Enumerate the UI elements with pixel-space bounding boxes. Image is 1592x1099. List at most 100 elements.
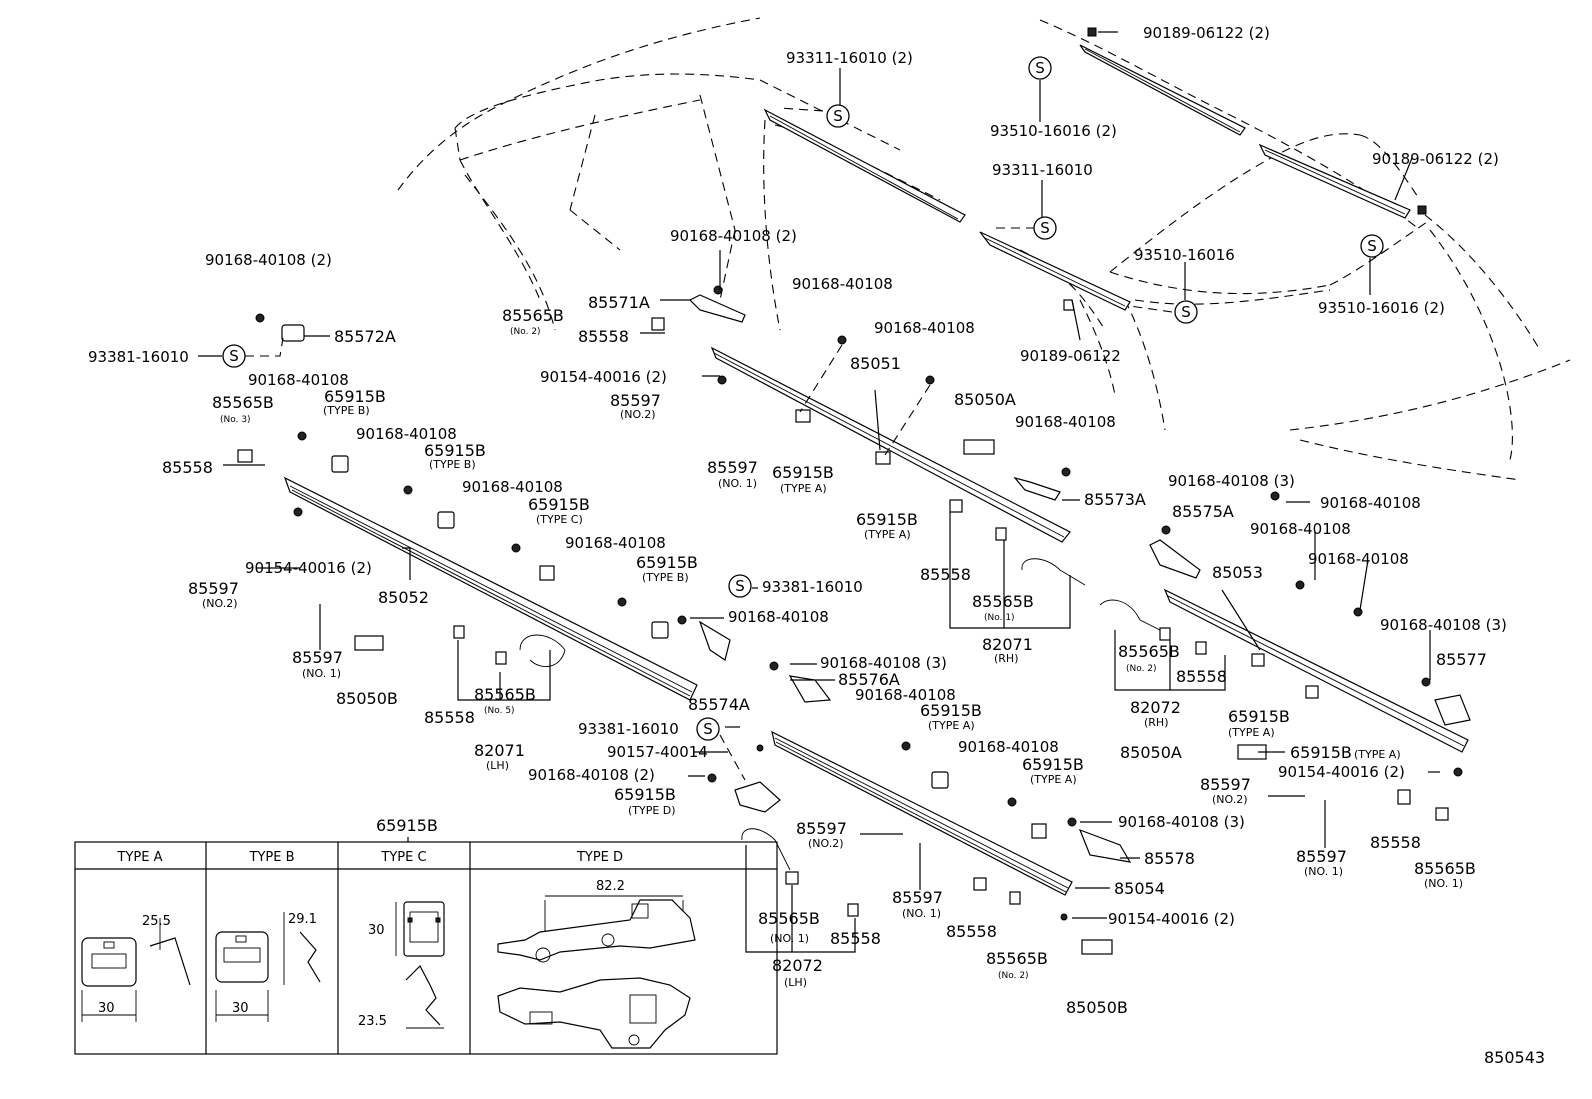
part-labels: 90189-06122 (2) 93311-16010 (2) 93510-16… [88, 24, 1545, 1067]
part-label: 65915B [1228, 707, 1290, 726]
part-sublabel: (TYPE B) [323, 404, 370, 417]
part-sublabel: (TYPE B) [642, 571, 689, 584]
svg-text:30: 30 [98, 1001, 115, 1016]
part-label: 90168-40108 [462, 478, 563, 496]
svg-text:S: S [735, 577, 745, 595]
svg-text:S: S [1040, 219, 1050, 237]
clip-icon [354, 635, 384, 651]
part-label: 90168-40108 (3) [1168, 472, 1295, 490]
clip-icon [931, 771, 949, 789]
clip-icon [995, 527, 1007, 541]
part-sublabel: (No. 1) [984, 613, 1015, 623]
clip-icon [437, 511, 455, 529]
svg-text:S: S [1367, 237, 1377, 255]
part-label: 82071 [474, 741, 525, 760]
part-label: 85558 [162, 458, 213, 477]
part-label: 90168-40108 [1015, 413, 1116, 431]
s-mark-icon: S [222, 344, 246, 368]
screw-icon [717, 375, 727, 385]
part-label: 65915B [772, 463, 834, 482]
table-header-type-b: TYPE B [249, 850, 295, 865]
screw-icon [1060, 913, 1068, 921]
part-label: 93510-16016 (2) [990, 122, 1117, 140]
part-label: 85558 [1370, 833, 1421, 852]
screw-icon [756, 744, 764, 752]
screw-icon [769, 661, 779, 671]
part-sublabel: (TYPE A) [928, 719, 975, 732]
part-label: 93510-16016 [1134, 246, 1235, 264]
part-sublabel: (TYPE A) [1354, 748, 1401, 761]
part-label: 90154-40016 (2) [540, 368, 667, 386]
part-label: 90189-06122 [1020, 347, 1121, 365]
part-label: 93311-16010 (2) [786, 49, 913, 67]
part-label: 85565B [502, 306, 564, 325]
part-label: 85597 [188, 579, 239, 598]
svg-text:S: S [703, 720, 713, 738]
clip-icon [331, 455, 349, 473]
part-label: 90168-40108 [874, 319, 975, 337]
hardware-parts [198, 31, 1471, 955]
part-label: 85565B [1118, 642, 1180, 661]
part-label: 85565B [474, 685, 536, 704]
upper-roof-trim [763, 27, 1427, 311]
svg-text:30: 30 [368, 923, 385, 938]
screw-icon [901, 741, 911, 751]
clip-icon [651, 317, 665, 331]
part-label: 85597 [707, 458, 758, 477]
part-label: 85572A [334, 327, 396, 346]
part-label: 85565B [1414, 859, 1476, 878]
svg-text:30: 30 [232, 1001, 249, 1016]
clip-icon [495, 651, 507, 665]
part-label: 65915B [1290, 743, 1352, 762]
screw-icon [511, 543, 521, 553]
part-sublabel: (No. 3) [220, 415, 251, 425]
clip-icon [785, 871, 799, 885]
part-sublabel: (RH) [994, 652, 1019, 665]
s-mark-icon: S [696, 717, 720, 741]
part-sublabel: (NO.2) [808, 837, 844, 850]
clip-icon [875, 451, 891, 465]
part-label: 85558 [920, 565, 971, 584]
svg-text:25.5: 25.5 [142, 914, 171, 929]
clip-icon [1159, 627, 1171, 641]
part-sublabel: (TYPE D) [628, 804, 676, 817]
roof-rail-85051 [710, 346, 1071, 543]
part-label: 90168-40108 [1320, 494, 1421, 512]
part-sublabel: (TYPE A) [864, 528, 911, 541]
part-label: 85054 [1114, 879, 1165, 898]
vehicle-body-outline [397, 17, 1571, 481]
part-label: 85597 [1296, 847, 1347, 866]
roof-rail-85052 [283, 476, 698, 701]
part-sublabel: (TYPE C) [536, 513, 583, 526]
part-label: 93381-16010 [88, 348, 189, 366]
clip-icon [1251, 653, 1265, 667]
part-label: 85558 [830, 929, 881, 948]
part-label: 90168-40108 [248, 371, 349, 389]
clip-icon [651, 621, 669, 639]
part-label: 90168-40108 [855, 686, 956, 704]
part-label: 85050B [1066, 998, 1128, 1017]
svg-text:S: S [1035, 59, 1045, 77]
screw-icon [297, 431, 307, 441]
part-label: 90154-40016 (2) [1108, 910, 1235, 928]
s-mark-icon: S [826, 104, 850, 128]
s-mark-icon: S [728, 574, 752, 598]
type-b-sketch: 29.1 30 [215, 912, 321, 1022]
clip-icon [281, 324, 305, 342]
s-marks: S S S S S S S S [222, 56, 1384, 741]
part-sublabel: (No. 5) [484, 706, 515, 716]
part-label: 85050A [954, 390, 1016, 409]
clip-icon [539, 565, 555, 581]
part-label: 85575A [1172, 502, 1234, 521]
part-label: 65915B [636, 553, 698, 572]
part-sublabel: (NO. 1) [1304, 865, 1343, 878]
part-label: 85050B [336, 689, 398, 708]
part-sublabel: (No. 2) [998, 971, 1029, 981]
svg-text:S: S [229, 347, 239, 365]
part-label: 90154-40016 (2) [1278, 763, 1405, 781]
part-label: 65915B [1022, 755, 1084, 774]
screw-icon [713, 285, 723, 295]
screw-icon [925, 375, 935, 385]
part-sublabel: (NO. 1) [1424, 877, 1463, 890]
part-label: 85558 [424, 708, 475, 727]
